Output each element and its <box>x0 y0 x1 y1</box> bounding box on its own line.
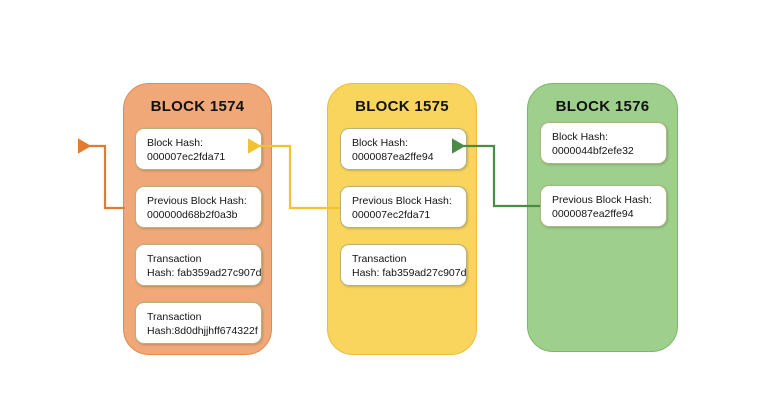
field-value: 0000044bf2efe32 <box>552 145 634 157</box>
field-value: Hash: fab359ad27c907d <box>352 267 467 279</box>
field-previous-block-hash: Previous Block Hash: 000007ec2fda71 <box>340 186 467 228</box>
field-block-hash: Block Hash: 0000044bf2efe32 <box>540 122 667 164</box>
field-value: 000000d68b2f0a3b <box>147 209 238 221</box>
block-title: BLOCK 1574 <box>150 98 245 115</box>
block-title: BLOCK 1575 <box>355 98 449 115</box>
field-label: Block Hash: <box>352 137 409 149</box>
block-card-1576: BLOCK 1576 Block Hash: 0000044bf2efe32 P… <box>527 83 678 352</box>
block-card-1574: BLOCK 1574 Block Hash: 000007ec2fda71 Pr… <box>123 83 272 355</box>
field-previous-block-hash: Previous Block Hash: 0000087ea2ffe94 <box>540 185 667 227</box>
field-block-hash: Block Hash: 000007ec2fda71 <box>135 128 262 170</box>
field-value: Hash:8d0dhjjhff674322f <box>147 325 258 337</box>
field-label: Transaction <box>147 253 202 265</box>
field-transaction-hash-1: Transaction Hash: fab359ad27c907d <box>135 244 262 286</box>
field-transaction-hash-2: Transaction Hash:8d0dhjjhff674322f <box>135 302 262 344</box>
block-card-1575: BLOCK 1575 Block Hash: 0000087ea2ffe94 P… <box>327 83 477 355</box>
field-value: 000007ec2fda71 <box>147 151 226 163</box>
field-label: Previous Block Hash: <box>147 195 247 207</box>
field-block-hash: Block Hash: 0000087ea2ffe94 <box>340 128 467 170</box>
block-title: BLOCK 1576 <box>555 98 650 115</box>
field-value: 000007ec2fda71 <box>352 209 431 221</box>
arrow-1574-to-previous <box>78 138 125 210</box>
field-value: 0000087ea2ffe94 <box>552 208 634 220</box>
field-value: Hash: fab359ad27c907d <box>147 267 262 279</box>
field-label: Previous Block Hash: <box>552 194 652 206</box>
field-label: Transaction <box>147 311 202 323</box>
field-previous-block-hash: Previous Block Hash: 000000d68b2f0a3b <box>135 186 262 228</box>
field-label: Block Hash: <box>147 137 204 149</box>
field-label: Block Hash: <box>552 131 609 143</box>
field-label: Transaction <box>352 253 407 265</box>
field-transaction-hash-1: Transaction Hash: fab359ad27c907d <box>340 244 467 286</box>
field-label: Previous Block Hash: <box>352 195 452 207</box>
field-value: 0000087ea2ffe94 <box>352 151 434 163</box>
